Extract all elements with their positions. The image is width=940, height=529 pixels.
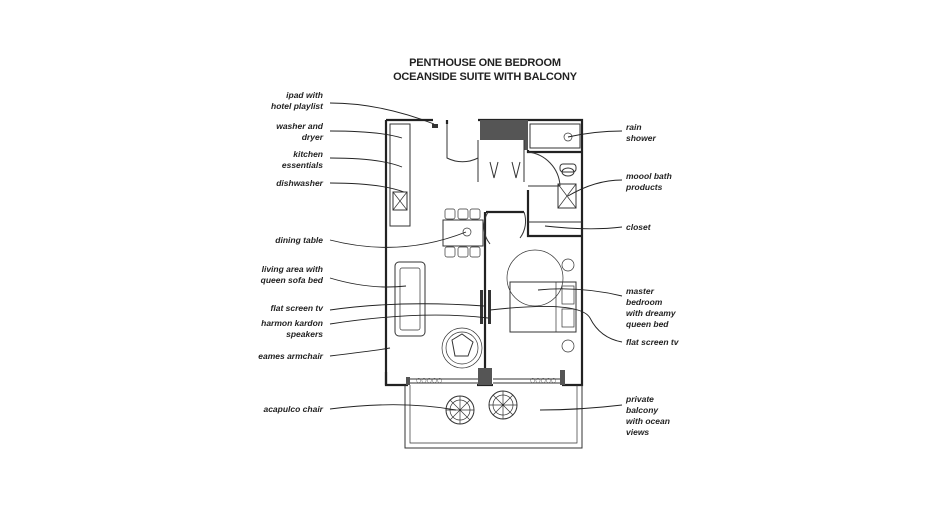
label-ipad-1: ipad with: [286, 90, 323, 100]
title-line-2: OCEANSIDE SUITE WITH BALCONY: [393, 71, 578, 83]
label-balcony-1: private: [625, 394, 654, 404]
label-balcony-3: with ocean: [626, 416, 670, 426]
acapulco-chair-1: [445, 395, 475, 425]
label-washer-2: dryer: [302, 132, 324, 142]
label-harmon-2: speakers: [286, 329, 323, 339]
svg-text:○○○○○: ○○○○○: [416, 377, 442, 384]
sofa: [394, 261, 426, 337]
label-master-2: bedroom: [626, 297, 663, 307]
label-rain-1: rain: [626, 122, 642, 132]
right-labels: rain shower moool bath products closet m…: [625, 122, 680, 437]
left-labels: ipad with hotel playlist washer and drye…: [258, 90, 324, 414]
eames-armchair: [441, 327, 483, 369]
label-washer-1: washer and: [276, 121, 324, 131]
label-kitchen-2: essentials: [282, 160, 323, 170]
leader-lines: [329, 102, 623, 411]
label-bath-2: products: [625, 182, 663, 192]
master-bedroom: [506, 249, 577, 353]
label-dining: dining table: [275, 235, 323, 245]
bathroom-fixtures: [529, 123, 581, 209]
label-rain-2: shower: [626, 133, 656, 143]
dining-table: [442, 208, 484, 258]
label-balcony-2: balcony: [626, 405, 659, 415]
exterior-walls: [384, 118, 584, 387]
label-master-3: with dreamy: [626, 308, 677, 318]
label-dishwasher: dishwasher: [276, 178, 323, 188]
svg-text:○○○○○: ○○○○○: [530, 377, 556, 384]
label-kitchen-1: kitchen: [293, 149, 323, 159]
label-master-1: master: [626, 286, 655, 296]
interior-walls: [477, 140, 582, 368]
label-acapulco: acapulco chair: [263, 404, 323, 414]
label-flat-tv-left: flat screen tv: [271, 303, 325, 313]
label-eames: eames armchair: [258, 351, 323, 361]
wall-solid-core: [480, 120, 524, 140]
living-tv: [480, 290, 491, 324]
label-flat-tv-right: flat screen tv: [626, 337, 680, 347]
balcony: [404, 385, 583, 449]
label-bath-1: moool bath: [626, 171, 672, 181]
door-swings: [446, 124, 561, 245]
kitchen-counter: [389, 123, 438, 227]
label-closet: closet: [626, 222, 652, 232]
balcony-sliding-doors: ○○○○○ ○○○○○: [410, 377, 560, 384]
label-living-2: queen sofa bed: [261, 275, 324, 285]
label-master-4: queen bed: [626, 319, 669, 329]
title-line-1: PENTHOUSE ONE BEDROOM: [409, 57, 561, 69]
label-balcony-4: views: [626, 427, 649, 437]
label-ipad-2: hotel playlist: [271, 101, 324, 111]
label-harmon-1: harmon kardon: [261, 318, 323, 328]
label-living-1: living area with: [262, 264, 323, 274]
acapulco-chair-2: [488, 390, 518, 420]
